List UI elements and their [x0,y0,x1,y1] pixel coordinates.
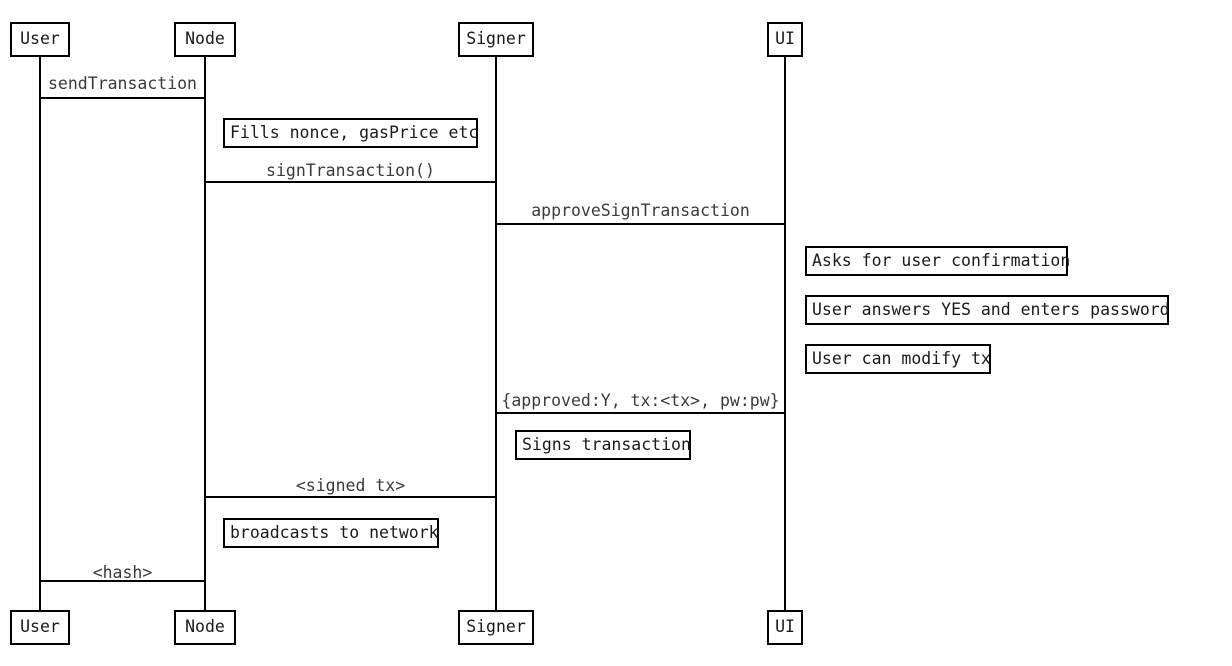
message-line-hash-response [39,580,206,582]
participant-ui-bottom[interactable]: UI [767,610,803,645]
note-fills-nonce: Fills nonce, gasPrice etc [223,118,478,148]
note-asks-confirmation: Asks for user confirmation [805,246,1071,276]
lifeline-ui [784,57,786,610]
participant-signer-bottom[interactable]: Signer [458,610,534,645]
note-answers-yes: User answers YES and enters password [805,295,1170,325]
message-line-approve-sign [495,223,786,225]
note-signs-transaction: Signs transaction [515,430,691,460]
message-line-send-transaction [39,97,206,99]
message-label-signed-tx-response: <signed tx> [295,476,406,495]
message-label-approve-sign: approveSignTransaction [531,201,750,220]
message-label-approved-response: {approved:Y, tx:<tx>, pw:pw} [501,391,780,410]
note-text-broadcasts-network: broadcasts to network [230,522,439,542]
note-broadcasts-network: broadcasts to network [223,518,439,548]
lifeline-node [204,57,206,610]
participant-node-bottom[interactable]: Node [174,610,236,645]
message-line-signed-tx-response [204,496,497,498]
participant-user-bottom[interactable]: User [10,610,70,645]
message-line-approved-response [495,412,786,414]
note-can-modify-tx: User can modify tx [805,344,991,374]
lifeline-user [39,57,41,610]
participant-node-top[interactable]: Node [174,22,236,57]
note-text-can-modify-tx: User can modify tx [812,348,991,368]
note-text-signs-transaction: Signs transaction [522,434,691,454]
lifeline-signer [495,57,497,610]
note-text-answers-yes: User answers YES and enters password [812,299,1170,319]
participant-ui-top[interactable]: UI [767,22,803,57]
note-text-asks-confirmation: Asks for user confirmation [812,250,1071,270]
note-text-fills-nonce: Fills nonce, gasPrice etc [230,122,479,142]
message-label-send-transaction: sendTransaction [47,74,197,93]
participant-signer-top[interactable]: Signer [458,22,534,57]
message-label-sign-transaction: signTransaction() [266,161,435,180]
message-line-sign-transaction [204,181,497,183]
participant-user-top[interactable]: User [10,22,70,57]
message-label-hash-response: <hash> [92,563,153,582]
